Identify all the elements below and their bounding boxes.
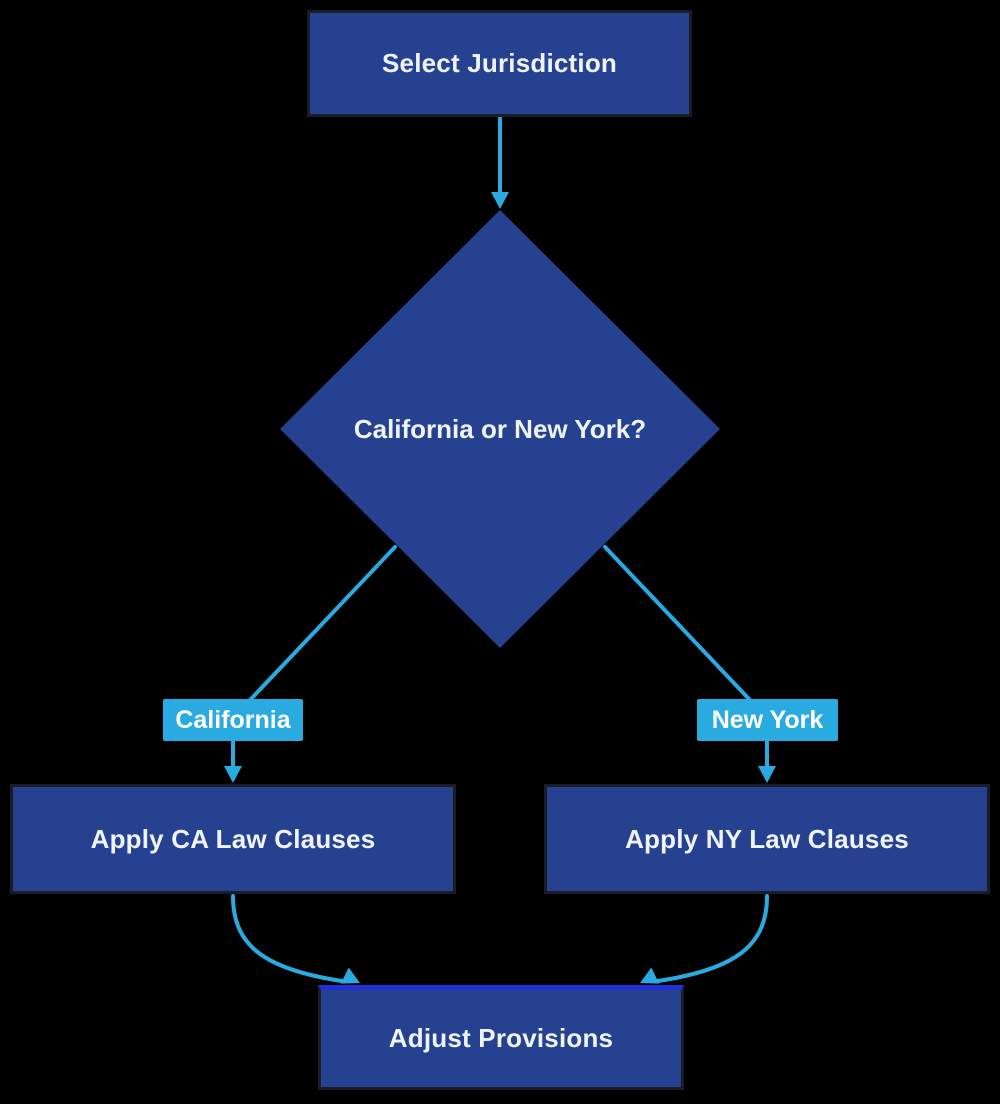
edge-label-new-york: New York	[697, 699, 838, 741]
node-apply-ny-law-clauses: Apply NY Law Clauses	[544, 784, 990, 894]
arrowhead-decision-to-apply-ca	[224, 766, 242, 783]
arrowhead-decision-to-apply-ny	[758, 766, 776, 783]
edge-label-california: California	[163, 699, 303, 741]
arrowhead-apply-ny-to-adjust	[640, 967, 660, 984]
edge-apply-ny-to-adjust	[656, 894, 769, 983]
node-apply-ca-law-clauses: Apply CA Law Clauses	[10, 784, 456, 894]
node-adjust-provisions: Adjust Provisions	[318, 985, 684, 1090]
edge-apply-ca-to-adjust	[231, 894, 344, 983]
edge-decision-to-apply-ca	[231, 545, 397, 780]
arrowhead-select-to-decision	[491, 192, 509, 209]
edge-decision-to-apply-ny	[603, 545, 769, 780]
node-select-jurisdiction: Select Jurisdiction	[307, 10, 692, 117]
arrowhead-apply-ca-to-adjust	[340, 967, 360, 984]
